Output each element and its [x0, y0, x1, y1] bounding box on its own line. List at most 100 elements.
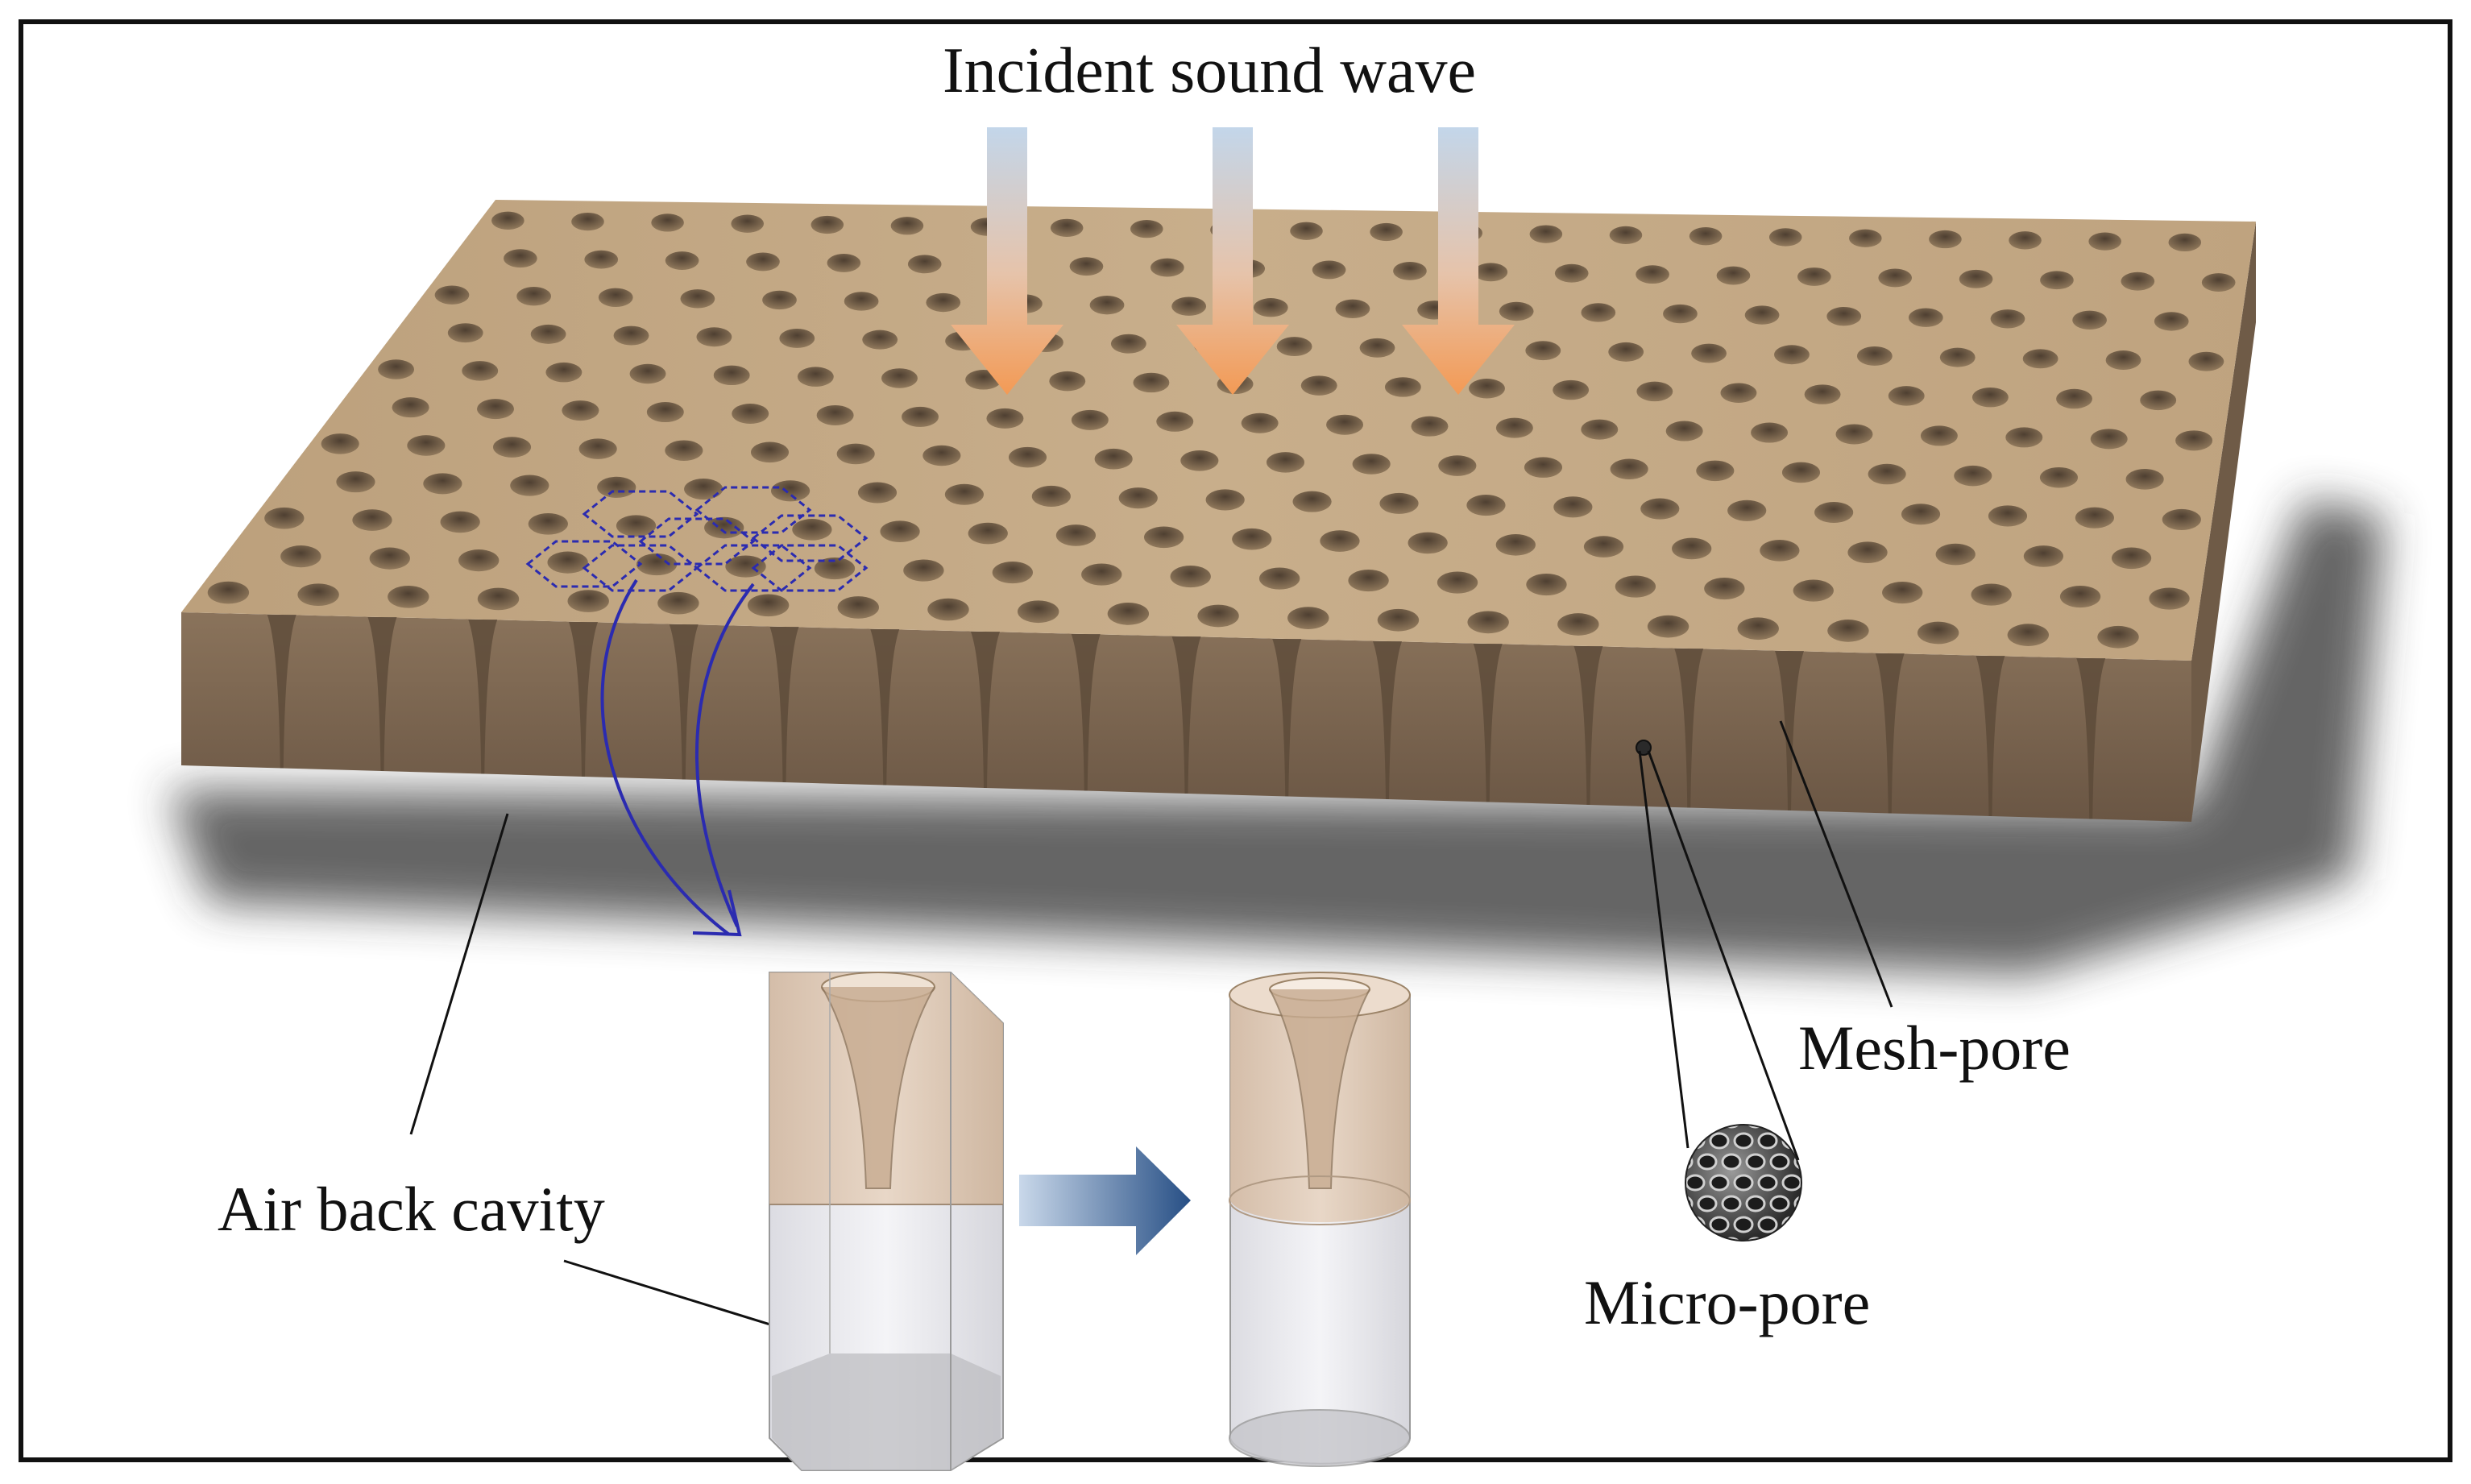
mesh-pore: [746, 252, 780, 272]
mesh-pore: [1258, 567, 1300, 590]
incident-arrow-3: [1402, 127, 1515, 395]
mesh-pore: [510, 475, 549, 496]
mesh-pore: [1287, 607, 1329, 629]
mesh-pore: [636, 553, 678, 576]
mesh-pore: [1377, 608, 1420, 632]
mesh-pore: [492, 437, 532, 458]
mesh-pore: [1744, 305, 1780, 325]
mesh-pore: [1253, 298, 1288, 317]
mesh-pore: [1954, 465, 1992, 487]
mesh-pore: [1071, 409, 1109, 430]
mesh-pore: [2168, 233, 2202, 252]
mesh-pore: [1393, 261, 1427, 280]
mesh-pore: [1379, 492, 1419, 514]
mesh-pore: [1689, 227, 1723, 246]
mesh-pore: [1959, 269, 1993, 288]
mesh-pore: [1727, 500, 1767, 521]
mesh-pore: [1640, 498, 1680, 520]
mesh-pore: [597, 476, 636, 498]
mesh-pore: [1130, 219, 1163, 238]
mesh-pore: [1089, 295, 1125, 315]
mesh-pore: [440, 511, 480, 533]
front-groove: [669, 624, 699, 780]
mesh-pore: [1525, 341, 1561, 361]
mesh-pore: [2023, 545, 2064, 567]
mesh-pore: [2090, 429, 2128, 450]
mesh-pore: [2072, 310, 2107, 330]
micro-pore-leader-right: [1647, 750, 1800, 1161]
mesh-pore: [578, 438, 617, 459]
mesh-pore: [1581, 303, 1616, 322]
mesh-pore: [1553, 379, 1590, 400]
mesh-pore: [528, 512, 568, 535]
mesh-pore: [1856, 346, 1893, 366]
mesh-pore: [837, 596, 879, 619]
mesh-pore: [207, 581, 250, 604]
mesh-pore: [1143, 526, 1184, 549]
mesh-pore: [2040, 271, 2074, 290]
incident-arrows: [951, 127, 1515, 395]
mesh-pore: [747, 594, 790, 617]
mesh-pore: [1935, 543, 1976, 566]
mesh-pore: [504, 249, 537, 268]
mesh-pore: [1180, 450, 1219, 471]
mesh-pore: [1469, 379, 1505, 399]
mesh-pore: [423, 473, 462, 495]
mesh-pore: [336, 471, 375, 493]
mesh-pore: [1348, 569, 1389, 592]
mesh-pore: [2175, 430, 2213, 451]
mesh-pore: [1171, 296, 1207, 316]
mesh-pore: [1524, 457, 1563, 478]
hexagonal-unit-cell: [769, 972, 1004, 1471]
mesh-pore: [1069, 257, 1104, 276]
hexagon-cell-outline: [751, 544, 869, 592]
figure-border: [19, 19, 2452, 1462]
mesh-pore: [530, 324, 566, 344]
mesh-pore: [477, 587, 520, 611]
mesh-pore: [1049, 371, 1086, 392]
mesh-pore: [1031, 485, 1071, 508]
hexagon-cell-outline: [525, 540, 643, 588]
front-groove: [1373, 641, 1402, 799]
front-groove: [2076, 658, 2106, 819]
front-groove: [1071, 634, 1101, 791]
mesh-pore: [1920, 425, 1958, 446]
mesh-pore: [1320, 530, 1360, 552]
transform-arrow: [1019, 1146, 1191, 1255]
hexagon-cell-outline: [694, 486, 812, 534]
mesh-pore: [1205, 489, 1245, 511]
mesh-pore: [1326, 414, 1364, 435]
mesh-pore: [1495, 533, 1536, 556]
mesh-pore: [944, 483, 984, 505]
incident-arrow-2: [1176, 127, 1289, 395]
mesh-pore: [1055, 524, 1097, 546]
mesh-pore: [1878, 268, 1913, 288]
mesh-pore: [264, 507, 305, 529]
mesh-pore: [1826, 306, 1862, 326]
mesh-pore: [2201, 273, 2236, 292]
mesh-pore: [2039, 466, 2079, 488]
mesh-pore: [750, 441, 790, 463]
mesh-pore: [392, 397, 429, 418]
mesh-pore: [1610, 458, 1648, 480]
mesh-pore: [1814, 501, 1854, 524]
mesh-pore: [462, 361, 499, 381]
front-groove: [1775, 651, 1804, 810]
mesh-pore: [1647, 615, 1689, 638]
mesh-pore: [1554, 263, 1589, 283]
mesh-pore: [2009, 231, 2042, 250]
incident-arrow-1: [951, 127, 1063, 395]
mesh-pore: [1720, 383, 1757, 403]
mesh-pore: [1107, 602, 1150, 625]
mesh-pore: [1665, 421, 1703, 441]
mesh-pore: [684, 479, 723, 500]
mesh-pore: [369, 547, 410, 570]
mesh-pore: [814, 558, 856, 580]
mesh-pore: [1276, 337, 1312, 357]
mesh-pore: [2140, 390, 2177, 411]
mesh-pore: [2056, 388, 2092, 409]
mesh-pore: [779, 328, 815, 348]
hexagon-cell-outline: [582, 490, 699, 538]
mesh-pore: [992, 562, 1033, 584]
